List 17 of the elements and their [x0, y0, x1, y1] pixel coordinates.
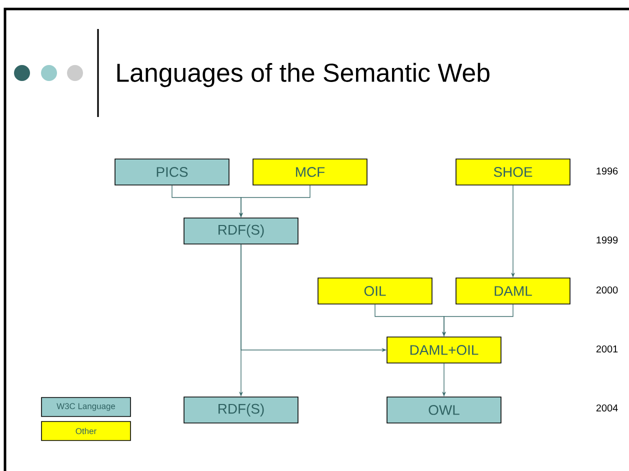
year-label: 2004 — [596, 404, 618, 412]
language-box: OWL — [386, 396, 502, 424]
language-box: RDF(S) — [184, 396, 298, 424]
language-box: DAML — [456, 278, 570, 304]
language-box: OIL — [318, 278, 432, 304]
legend-item: Other — [41, 421, 131, 441]
language-box: MCF — [252, 158, 368, 186]
year-label: 2000 — [596, 286, 618, 294]
language-box: RDF(S) — [184, 218, 298, 244]
year-label: 2001 — [596, 345, 618, 353]
year-label: 1999 — [596, 236, 618, 244]
title: Languages of the Semantic Web — [117, 62, 490, 88]
language-box: PICS — [114, 158, 230, 186]
language-box: SHOE — [456, 158, 570, 186]
year-label: 1996 — [596, 167, 618, 175]
language-box: DAML+OIL — [386, 336, 502, 364]
legend-item: W3C Language — [41, 397, 131, 417]
